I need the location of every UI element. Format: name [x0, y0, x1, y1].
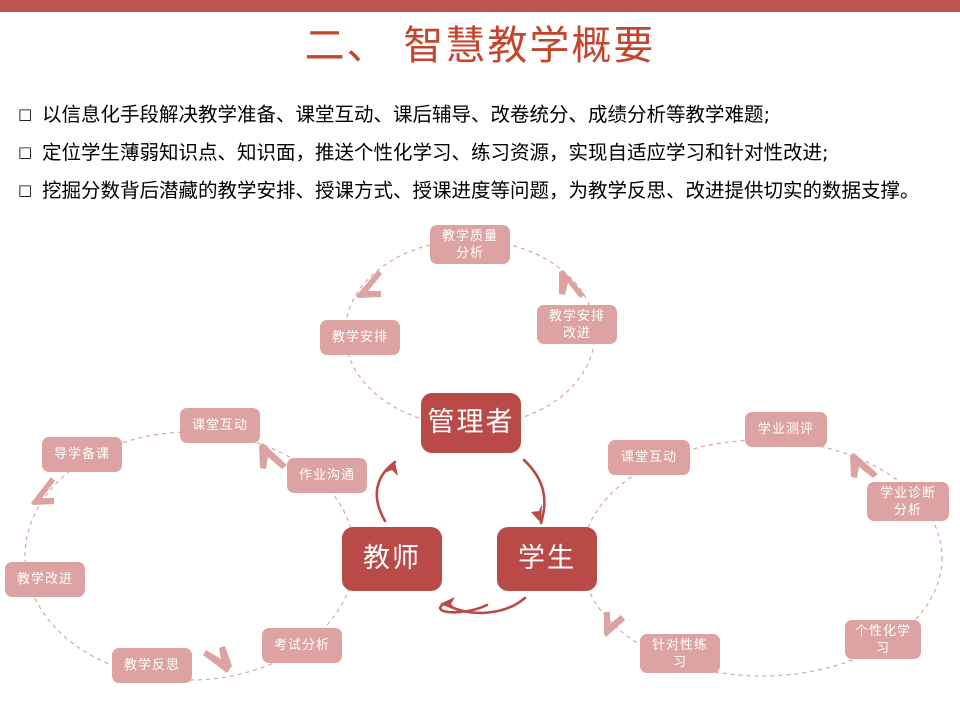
node-manager[interactable]: 管理者 — [421, 393, 521, 453]
chip-homework-communication[interactable]: 作业沟通 — [287, 458, 367, 493]
right-cycle-ring — [581, 439, 943, 677]
arrowhead-icon — [440, 597, 456, 610]
chip-teaching-reflection[interactable]: 教学反思 — [112, 648, 192, 683]
chevron-icon — [203, 646, 232, 673]
flow-arrows — [375, 458, 546, 614]
dashed-cycle-paths — [24, 239, 943, 681]
flow-arrow-curves — [443, 596, 527, 615]
cycle-direction-chevrons — [31, 270, 878, 673]
arrow-manager-to-student — [522, 458, 546, 525]
chip-label: 教学反思 — [123, 658, 180, 673]
chip-academic-assessment[interactable]: 学业测评 — [745, 412, 827, 447]
chevron-icon — [31, 477, 55, 505]
bullet-list: □ 以信息化手段解决教学准备、课堂互动、课后辅导、改卷统分、成绩分析等教学难题;… — [18, 98, 948, 212]
chevron-icon — [356, 270, 382, 298]
bullet-square-icon: □ — [18, 181, 33, 199]
chip-teaching-improvement[interactable]: 教学改进 — [5, 562, 85, 597]
list-item-text: 挖掘分数背后潜藏的教学安排、授课方式、授课进度等问题，为教学反思、改进提供切实的… — [42, 179, 920, 202]
chip-label: 导学备课 — [53, 447, 110, 462]
chip-label: 教学改进 — [16, 572, 73, 587]
list-item-text: 定位学生薄弱知识点、知识面，推送个性化学习、练习资源，实现自适应学习和针对性改进… — [42, 141, 829, 164]
page-title: 二、 智慧教学概要 — [304, 23, 656, 69]
chip-label: 课堂互动 — [191, 418, 248, 433]
chip-targeted-practice[interactable]: 针对性练习 — [640, 634, 720, 673]
arrow-student-to-teacher — [439, 600, 489, 614]
chip-label: 作业沟通 — [298, 468, 355, 483]
chip-label: 针对性练习 — [651, 637, 708, 670]
chevron-icon — [559, 270, 585, 298]
chip-label: 教学质量分析 — [441, 228, 498, 261]
chip-teaching-schedule-improvement[interactable]: 教学安排改进 — [537, 305, 617, 344]
chip-label: 学业诊断分析 — [879, 485, 936, 518]
arrowhead-icon — [384, 462, 398, 476]
chevron-icon — [259, 443, 287, 469]
chip-label: 教学安排 — [331, 330, 388, 345]
chip-classroom-interaction-right[interactable]: 课堂互动 — [608, 440, 690, 475]
chip-academic-diagnosis-analysis[interactable]: 学业诊断分析 — [867, 482, 949, 521]
node-student[interactable]: 学生 — [497, 527, 597, 591]
arrow-curve-student-teacher — [443, 596, 527, 615]
arrow-teacher-to-manager — [375, 460, 397, 523]
left-cycle-ring — [24, 431, 356, 681]
chip-label: 教学安排改进 — [548, 308, 605, 341]
list-item: □ 以信息化手段解决教学准备、课堂互动、课后辅导、改卷统分、成绩分析等教学难题; — [18, 98, 948, 131]
list-item-text: 以信息化手段解决教学准备、课堂互动、课后辅导、改卷统分、成绩分析等教学难题; — [42, 103, 771, 126]
node-teacher[interactable]: 教师 — [342, 527, 442, 591]
chip-classroom-interaction-left[interactable]: 课堂互动 — [180, 408, 260, 443]
chip-label: 个性化学习 — [854, 623, 911, 656]
chevron-icon — [604, 612, 625, 637]
node-label: 学生 — [518, 543, 576, 574]
center-cycle-ring — [344, 239, 596, 427]
chip-teaching-quality-analysis[interactable]: 教学质量分析 — [430, 225, 510, 264]
node-label: 管理者 — [427, 407, 515, 438]
list-item: □ 挖掘分数背后潜藏的教学安排、授课方式、授课进度等问题，为教学反思、改进提供切… — [18, 174, 948, 207]
chip-label: 考试分析 — [273, 638, 330, 653]
flow-arrow-heads — [384, 462, 542, 610]
chip-teaching-schedule[interactable]: 教学安排 — [320, 320, 400, 355]
chip-exam-analysis[interactable]: 考试分析 — [262, 628, 342, 663]
chevron-icon — [850, 453, 878, 478]
chip-label: 学业测评 — [757, 422, 814, 437]
list-item: □ 定位学生薄弱知识点、知识面，推送个性化学习、练习资源，实现自适应学习和针对性… — [18, 136, 948, 169]
chip-label: 课堂互动 — [620, 450, 677, 465]
chip-personalized-learning[interactable]: 个性化学习 — [845, 620, 921, 659]
bullet-square-icon: □ — [18, 143, 33, 161]
chip-guided-lesson-prep[interactable]: 导学备课 — [42, 437, 122, 472]
top-accent-bar — [0, 0, 960, 12]
arrowhead-icon — [531, 504, 542, 523]
bullet-square-icon: □ — [18, 105, 33, 123]
node-label: 教师 — [363, 543, 421, 574]
